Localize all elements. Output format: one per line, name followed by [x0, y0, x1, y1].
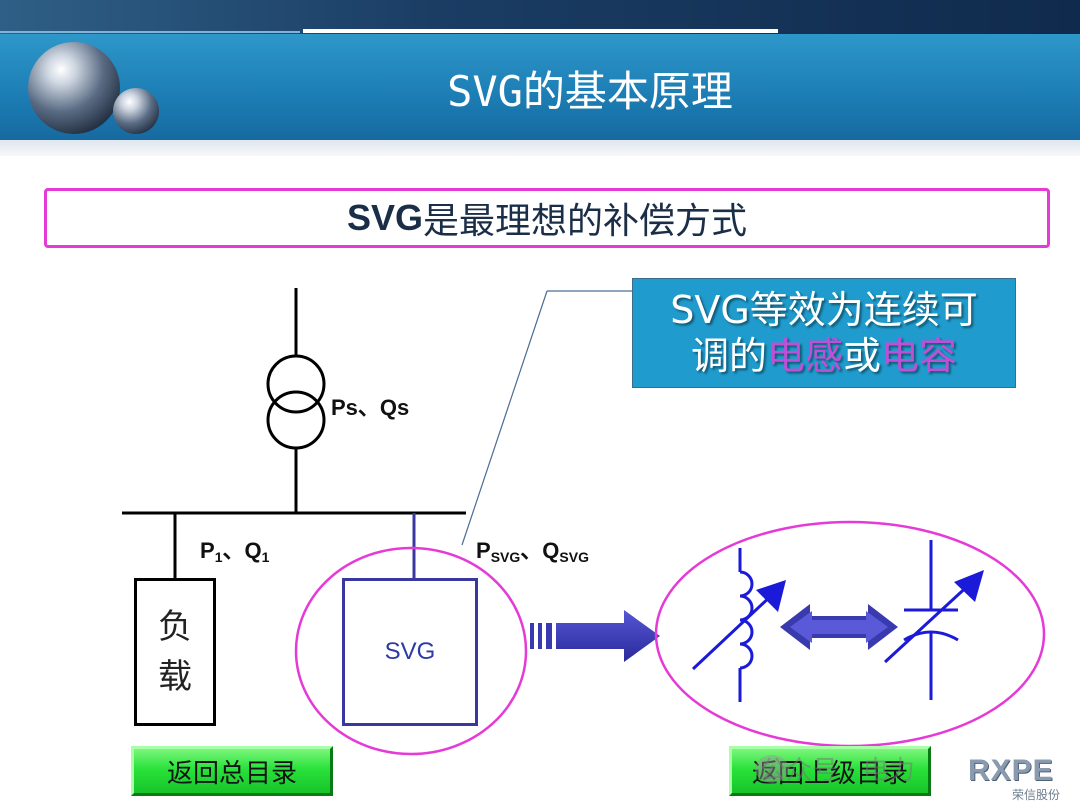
- variable-inductor-icon: [691, 548, 786, 702]
- sphere-logo-small: [113, 88, 159, 134]
- transformer-coil-top: [266, 354, 326, 414]
- svg-highlight-circle: [294, 546, 528, 756]
- sphere-logo-large: [28, 42, 120, 134]
- header-top-band: [0, 0, 1080, 34]
- header-accent-line-white: [303, 29, 778, 33]
- callout-line1: SVG等效为连续可: [670, 288, 978, 332]
- company-logo: RXPE: [968, 754, 1054, 787]
- source-power-label: Ps、Qs: [331, 395, 410, 420]
- wechat-watermark-icon: [755, 755, 789, 783]
- header-main-band: [0, 34, 1080, 140]
- svg-label-sub-q: SVG: [559, 549, 589, 565]
- load-box-line2: 载: [158, 657, 192, 697]
- load-label-sep: 、Q: [222, 538, 262, 563]
- equivalence-arrow: [530, 610, 660, 662]
- variable-capacitor-icon: [883, 540, 984, 700]
- page-title: SVG的基本原理: [447, 67, 733, 116]
- svg-label-p: P: [476, 538, 491, 563]
- back-to-main-toc-button[interactable]: 返回总目录: [131, 746, 333, 796]
- load-power-label: P1、Q1: [200, 533, 269, 565]
- callout-prefix: 调的: [690, 334, 767, 378]
- load-box-line1: 负: [158, 607, 192, 647]
- svg-label-sub-p: SVG: [490, 549, 521, 565]
- back-to-parent-toc-button[interactable]: 返回上级目录: [729, 746, 931, 796]
- load-box: 负 载: [134, 578, 216, 726]
- callout-or: 或: [843, 334, 882, 378]
- callout-inductance: 电感: [766, 334, 843, 378]
- callout-capacitance: 电容: [881, 334, 958, 378]
- load-label-sub1: 1: [214, 549, 223, 565]
- header-accent-line: [0, 31, 300, 33]
- load-label-p: P: [200, 538, 215, 563]
- svg-label-sep: 、Q: [520, 538, 560, 563]
- company-logo-subtitle: 荣信股份: [1012, 788, 1061, 802]
- header-shadow: [0, 140, 1080, 156]
- subtitle-rest: 是最理想的补偿方式: [423, 201, 748, 242]
- load-label-sub2: 1: [261, 549, 270, 565]
- transformer-coil-bottom: [266, 390, 326, 450]
- callout-pointer-line-2: [461, 290, 548, 546]
- subtitle-strong: SVG: [346, 197, 423, 238]
- callout-box: SVG等效为连续可 调的电感或电容: [632, 278, 1016, 388]
- svg-device-box: SVG: [342, 578, 478, 726]
- watermark-text: 公众号 · 电力: [760, 756, 915, 786]
- svg-power-label: PSVG、QSVG: [476, 533, 589, 565]
- bidirectional-arrow-icon: [780, 604, 898, 650]
- svg-box-label: SVG: [384, 638, 436, 665]
- callout-line2: 调的电感或电容: [633, 333, 1015, 379]
